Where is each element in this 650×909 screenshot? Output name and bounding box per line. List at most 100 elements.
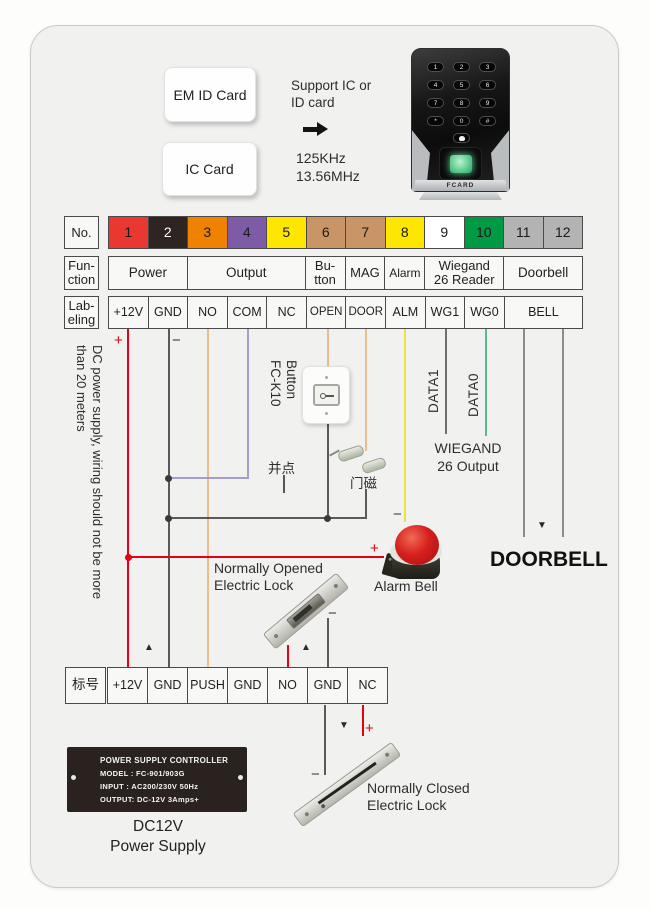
- plus-nc-lock: +: [365, 720, 374, 737]
- labeling-header-cell: Lab- eling: [64, 296, 99, 329]
- em-id-card-label: EM ID Card: [173, 86, 247, 103]
- function-power: Power: [128, 264, 168, 280]
- wire-12v-to-bell: [127, 556, 384, 558]
- no-header-cell: No.: [64, 216, 99, 249]
- terminal-11: 11: [503, 217, 543, 248]
- junction-12v-bell: [125, 554, 132, 561]
- function-doorbell: Doorbell: [503, 257, 582, 289]
- terminal-7: 7: [345, 217, 385, 248]
- screw-icon: [71, 775, 76, 780]
- bell-key-icon: [458, 135, 465, 141]
- data1-label: DATA1: [426, 368, 441, 413]
- wire-alm: [404, 329, 406, 522]
- label-door: DOOR: [345, 297, 385, 328]
- key-3[interactable]: 3: [479, 62, 496, 72]
- function-button: Bu- tton: [304, 257, 345, 289]
- terminal-1: 1: [109, 217, 148, 248]
- access-device: 1 2 3 4 5 6 7 8 9 * 0 # FCARD: [411, 48, 510, 200]
- key-star[interactable]: *: [427, 116, 444, 126]
- junction-button-bus: [324, 515, 331, 522]
- key-5[interactable]: 5: [453, 80, 470, 90]
- label-wg1: WG1: [424, 297, 465, 328]
- right-arrow-icon: [303, 122, 329, 136]
- exit-button-face: [313, 384, 340, 406]
- psu-header-cell: 标号: [65, 667, 106, 704]
- wire-button-to-gnd: [327, 424, 329, 519]
- wire-bell-2: [562, 329, 564, 537]
- terminal-6: 6: [305, 217, 345, 248]
- key-6[interactable]: 6: [479, 80, 496, 90]
- parallel-point-tick: [283, 475, 285, 493]
- arrow-down-icon: ▼: [537, 520, 547, 531]
- key-0[interactable]: 0: [453, 116, 470, 126]
- wire-sensor-to-gnd: [365, 489, 367, 519]
- junction-com-gnd: [165, 475, 172, 482]
- doorbell-key[interactable]: [453, 133, 470, 143]
- nc-lock-label: Normally Closed Electric Lock: [367, 780, 470, 813]
- screw-icon: [238, 775, 243, 780]
- terminal-10: 10: [463, 217, 503, 248]
- fingerprint-window: [439, 147, 482, 180]
- fingerprint-sensor[interactable]: [450, 155, 472, 173]
- terminal-5: 5: [266, 217, 306, 248]
- key-hash[interactable]: #: [479, 116, 496, 126]
- alarm-bell-label: Alarm Bell: [374, 578, 438, 594]
- label-wg0: WG0: [464, 297, 504, 328]
- door-sensor-label: 门磁: [350, 476, 377, 491]
- terminal-3: 3: [187, 217, 227, 248]
- no-lock-label: Normally Opened Electric Lock: [214, 560, 323, 593]
- label-nc: NC: [266, 297, 306, 328]
- psu-push: PUSH: [187, 668, 227, 703]
- label-gnd: GND: [147, 297, 188, 328]
- wire-open: [327, 329, 329, 369]
- label-12v: +12V: [113, 304, 144, 319]
- wire-wg1: [445, 329, 447, 434]
- psu-input: INPUT : AC200/230V 50Hz: [100, 782, 199, 791]
- function-output: Output: [186, 257, 305, 289]
- function-alarm: Alarm: [384, 257, 424, 289]
- key-9[interactable]: 9: [479, 98, 496, 108]
- wire-12v: [127, 329, 129, 668]
- label-alm: ALM: [385, 297, 425, 328]
- terminal-8: 8: [384, 217, 424, 248]
- psu-title: POWER SUPPLY CONTROLLER: [100, 756, 229, 765]
- wire-lock-plus: [287, 645, 289, 668]
- alarm-bell-dome: [395, 525, 439, 565]
- arrow-up-icon: ▲: [144, 642, 154, 653]
- psu-caption: DC12V Power Supply: [110, 818, 206, 855]
- data0-label: DATA0: [466, 372, 481, 417]
- psu-gnd2: GND: [227, 668, 267, 703]
- label-open: OPEN: [305, 297, 346, 328]
- parallel-point-label: 并点: [268, 461, 295, 476]
- ic-card-label: IC Card: [185, 161, 234, 177]
- ic-card-box: IC Card: [162, 142, 257, 196]
- psu-12v: +12V: [112, 677, 143, 692]
- label-com: COM: [226, 297, 267, 328]
- terminal-labeling-row: +12V GND NO COM NC OPEN DOOR ALM WG1 WG0…: [108, 296, 583, 329]
- frequency-note: 125KHz 13.56MHz: [296, 150, 360, 184]
- label-no: NO: [187, 297, 227, 328]
- support-note: Support IC or ID card: [291, 78, 372, 110]
- junction-gnd-bus: [165, 515, 172, 522]
- device-brand: FCARD: [446, 182, 475, 189]
- key-1[interactable]: 1: [427, 62, 444, 72]
- terminal-number-row: 1 2 3 4 5 6 7 8 9 10 11 12: [108, 216, 583, 249]
- terminal-12: 12: [542, 217, 582, 248]
- function-header-cell: Fun- ction: [64, 256, 99, 290]
- key-7[interactable]: 7: [427, 98, 444, 108]
- terminal-9: 9: [424, 217, 464, 248]
- psu-no: NO: [267, 668, 307, 703]
- plus-alarm: +: [370, 540, 379, 557]
- wire-bell-1: [523, 329, 525, 537]
- key-2[interactable]: 2: [453, 62, 470, 72]
- key-8[interactable]: 8: [453, 98, 470, 108]
- wire-door: [365, 329, 367, 451]
- psu-gnd3: GND: [307, 668, 347, 703]
- psu-nc: NC: [347, 668, 387, 703]
- exit-button[interactable]: [302, 366, 350, 424]
- wire-nc-lock-minus: [324, 705, 326, 775]
- wire-no-to-push: [207, 329, 209, 668]
- minus-no-lock: −: [328, 605, 337, 622]
- em-id-card-box: EM ID Card: [164, 67, 256, 122]
- key-4[interactable]: 4: [427, 80, 444, 90]
